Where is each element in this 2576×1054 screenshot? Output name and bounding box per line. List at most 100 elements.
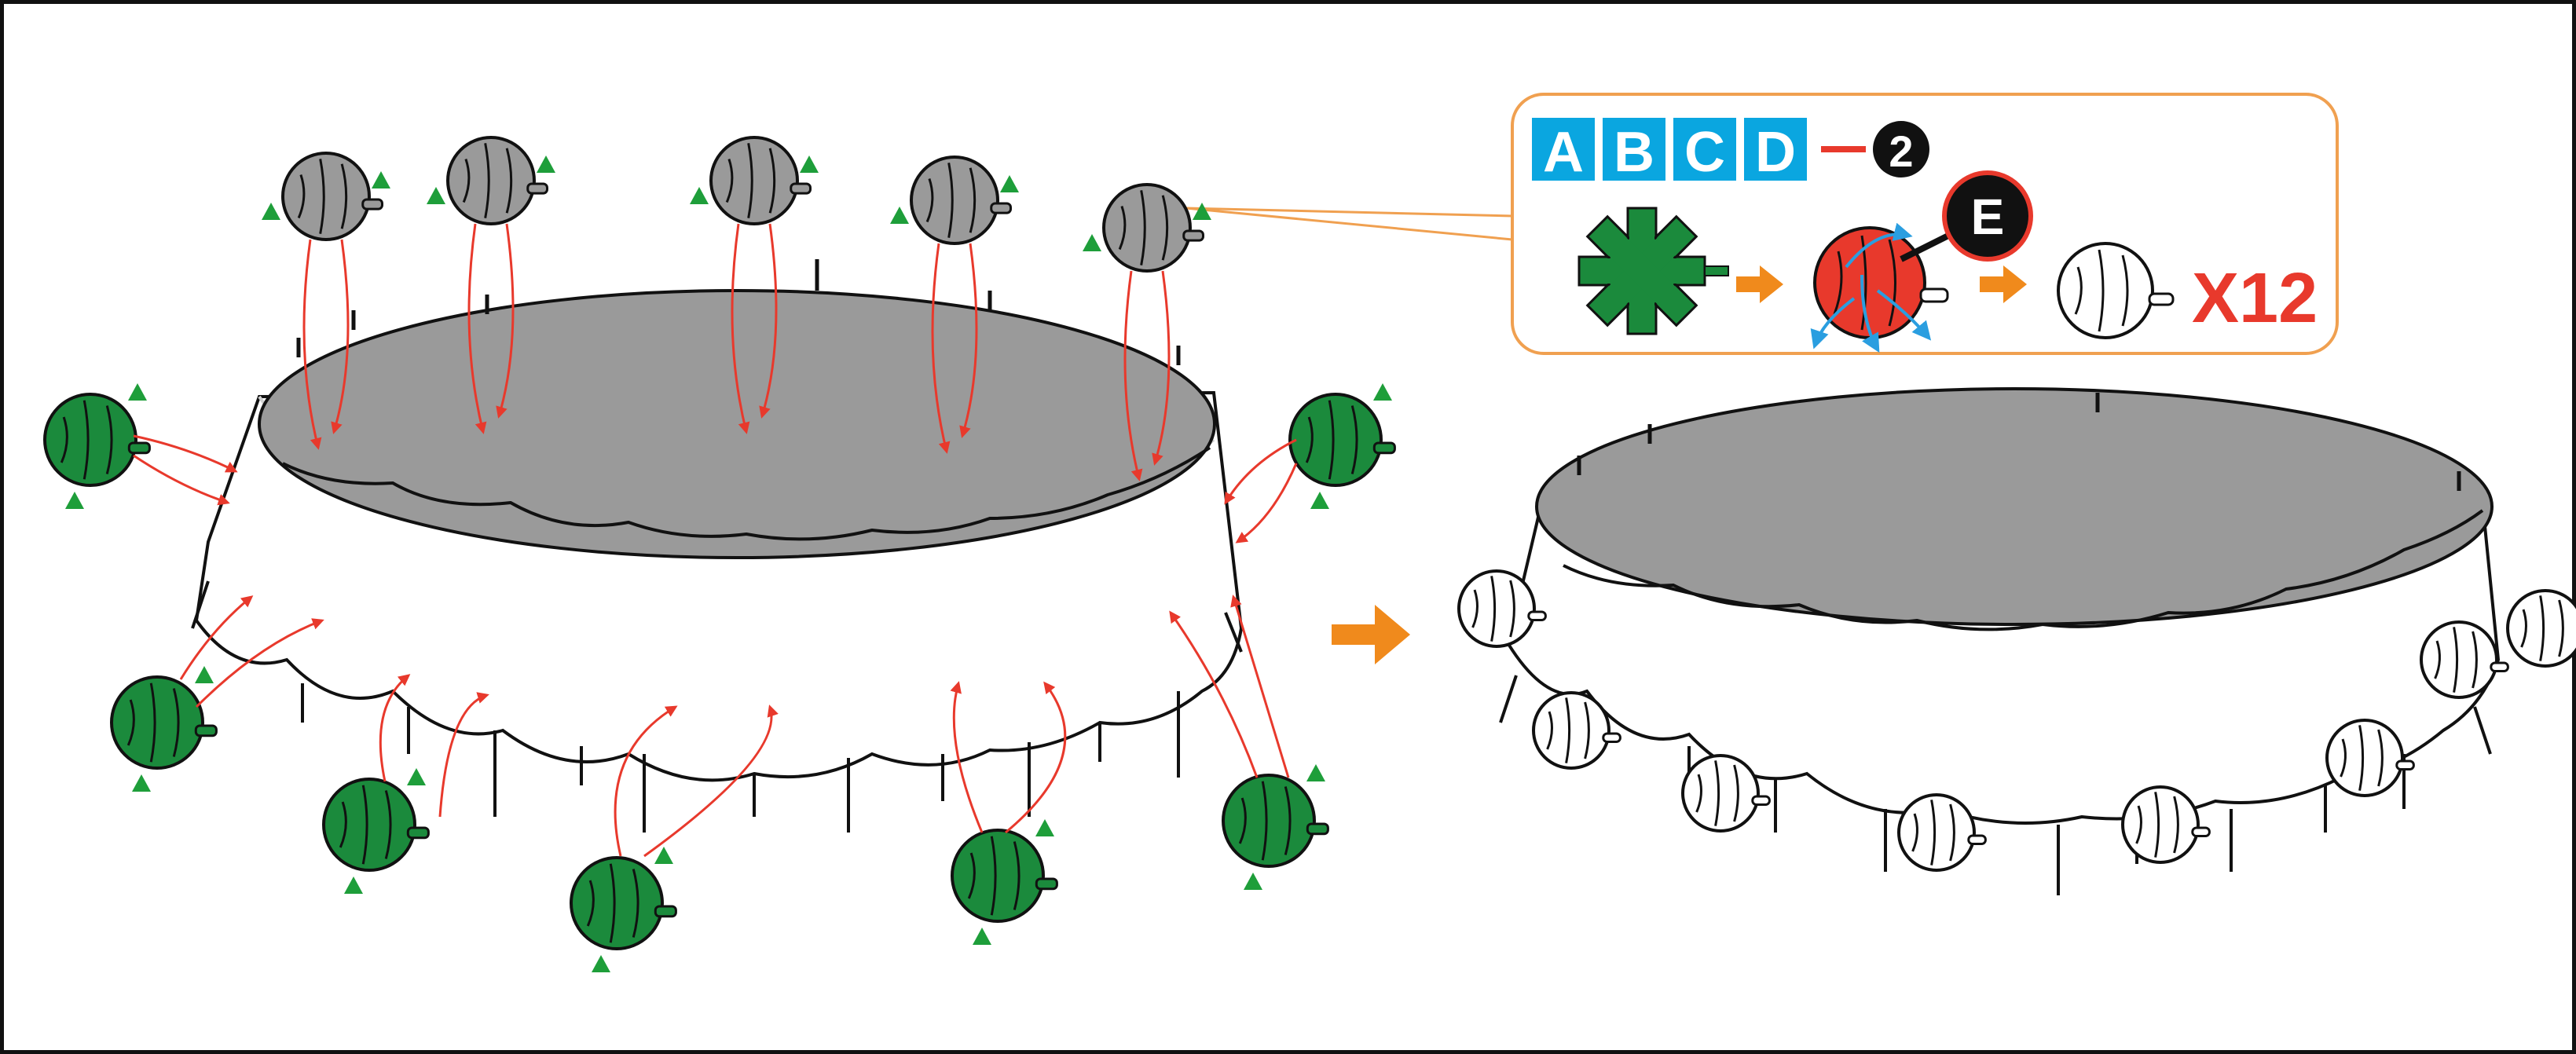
white-dome-icon: [1457, 569, 1547, 648]
guide-arrow: [931, 243, 951, 454]
white-dome-icon: [2506, 589, 2576, 668]
white-dome-icon: [1897, 793, 1987, 872]
green-dome-icon: [1222, 774, 1329, 868]
step-badge: [1873, 121, 1929, 177]
guide-arrow: [302, 239, 322, 450]
guide-arrow: [133, 434, 238, 473]
green-dome-icon: [110, 675, 218, 770]
alignment-triangle: [128, 383, 147, 401]
left-assembly: [191, 259, 1244, 833]
alignment-triangle: [372, 171, 390, 188]
grey-dome-icon: [1102, 183, 1204, 273]
guide-arrow: [467, 223, 487, 434]
green-dome-icon: [322, 778, 430, 872]
left-legs: [191, 580, 1243, 833]
part-a-box: [1532, 118, 1595, 181]
guide-arrow: [195, 618, 324, 708]
tool-badge: [1942, 170, 2033, 262]
part-c-label: C: [1684, 121, 1725, 184]
white-dome-icon: [2325, 719, 2415, 797]
green-domes-group: [43, 393, 1396, 950]
step-number: 2: [1889, 126, 1913, 176]
alignment-triangle: [1035, 819, 1054, 836]
guide-arrow: [1230, 595, 1290, 778]
alignment-triangle: [592, 955, 610, 972]
right-assembly: [1457, 387, 2576, 895]
alignment-triangle: [537, 156, 555, 173]
alignment-markers: [65, 156, 1392, 972]
alignment-triangle: [344, 877, 363, 894]
guide-arrow: [1123, 270, 1143, 481]
orange-arrow-icon: [1332, 605, 1410, 664]
grey-dome-icon: [910, 156, 1012, 245]
white-dome-icon: [1681, 754, 1771, 833]
alignment-triangle: [195, 666, 214, 683]
white-dome-icon: [2121, 785, 2211, 864]
guide-arrow: [496, 223, 515, 419]
alignment-triangle: [65, 492, 84, 509]
star-gear-icon: [1577, 207, 1729, 335]
green-dome-icon: [951, 829, 1058, 923]
alignment-triangle: [1083, 234, 1101, 251]
green-dome-icon: [43, 393, 151, 487]
guide-arrow: [643, 704, 779, 858]
attached-domes: [1457, 569, 2576, 872]
guide-arrow: [379, 674, 411, 782]
part-d-label: D: [1755, 121, 1796, 184]
alignment-triangle: [800, 156, 819, 173]
orange-arrow-icon: [1980, 265, 2027, 303]
guide-arrow: [1005, 681, 1067, 834]
alignment-triangle: [890, 207, 909, 224]
part-b-label: B: [1614, 121, 1654, 184]
green-dome-icon: [1288, 393, 1396, 487]
alignment-triangle: [1310, 492, 1329, 509]
white-dome-icon: [1532, 691, 1621, 770]
guide-arrow: [179, 595, 254, 680]
guide-arrow: [959, 243, 978, 438]
part-d-box: [1744, 118, 1807, 181]
alignment-triangle: [690, 187, 709, 204]
callout-panel: A B C D 2: [1185, 93, 2339, 355]
grey-dome-icon: [281, 152, 383, 241]
alignment-triangle: [262, 203, 280, 220]
part-c-box: [1673, 118, 1736, 181]
green-dome-icon: [570, 856, 677, 950]
guide-arrow: [759, 223, 778, 419]
guide-arrow: [614, 705, 678, 857]
guide-arrow: [331, 239, 350, 434]
alignment-triangle: [427, 187, 445, 204]
white-dome-icon: [2057, 242, 2175, 339]
alignment-triangle: [1306, 764, 1325, 781]
alignment-triangle: [654, 847, 673, 864]
guide-arrow: [950, 681, 984, 833]
alignment-triangle: [407, 768, 426, 785]
guide-arrow: [731, 223, 750, 434]
part-b-box: [1603, 118, 1665, 181]
multiplier-label: X12: [2192, 259, 2318, 338]
alignment-triangle: [132, 774, 151, 792]
grey-dome-icon: [446, 136, 548, 225]
alignment-triangle: [1193, 203, 1211, 220]
alignment-triangle: [1000, 175, 1019, 192]
red-dome-icon: [1810, 222, 1949, 353]
white-dome-icon: [2420, 620, 2509, 699]
guide-arrow: [1235, 463, 1298, 543]
part-labels: A B C D: [1532, 118, 1807, 184]
grey-dome-icon: [709, 136, 812, 225]
guide-arrow: [1152, 270, 1171, 466]
placement-guides: [133, 223, 1298, 858]
guide-arrow: [133, 454, 230, 506]
guide-arrow: [1169, 610, 1259, 778]
alignment-triangle: [1373, 383, 1392, 401]
alignment-triangle: [1244, 873, 1262, 890]
left-lid: [258, 289, 1216, 559]
guide-arrow: [1224, 438, 1297, 505]
part-a-label: A: [1543, 121, 1584, 184]
grey-domes-group: [281, 136, 1204, 273]
alignment-triangle: [973, 928, 991, 945]
tool-label: E: [1971, 188, 2005, 245]
guide-arrow: [438, 692, 489, 818]
right-lid: [1535, 387, 2494, 626]
orange-arrow-icon: [1736, 265, 1783, 303]
